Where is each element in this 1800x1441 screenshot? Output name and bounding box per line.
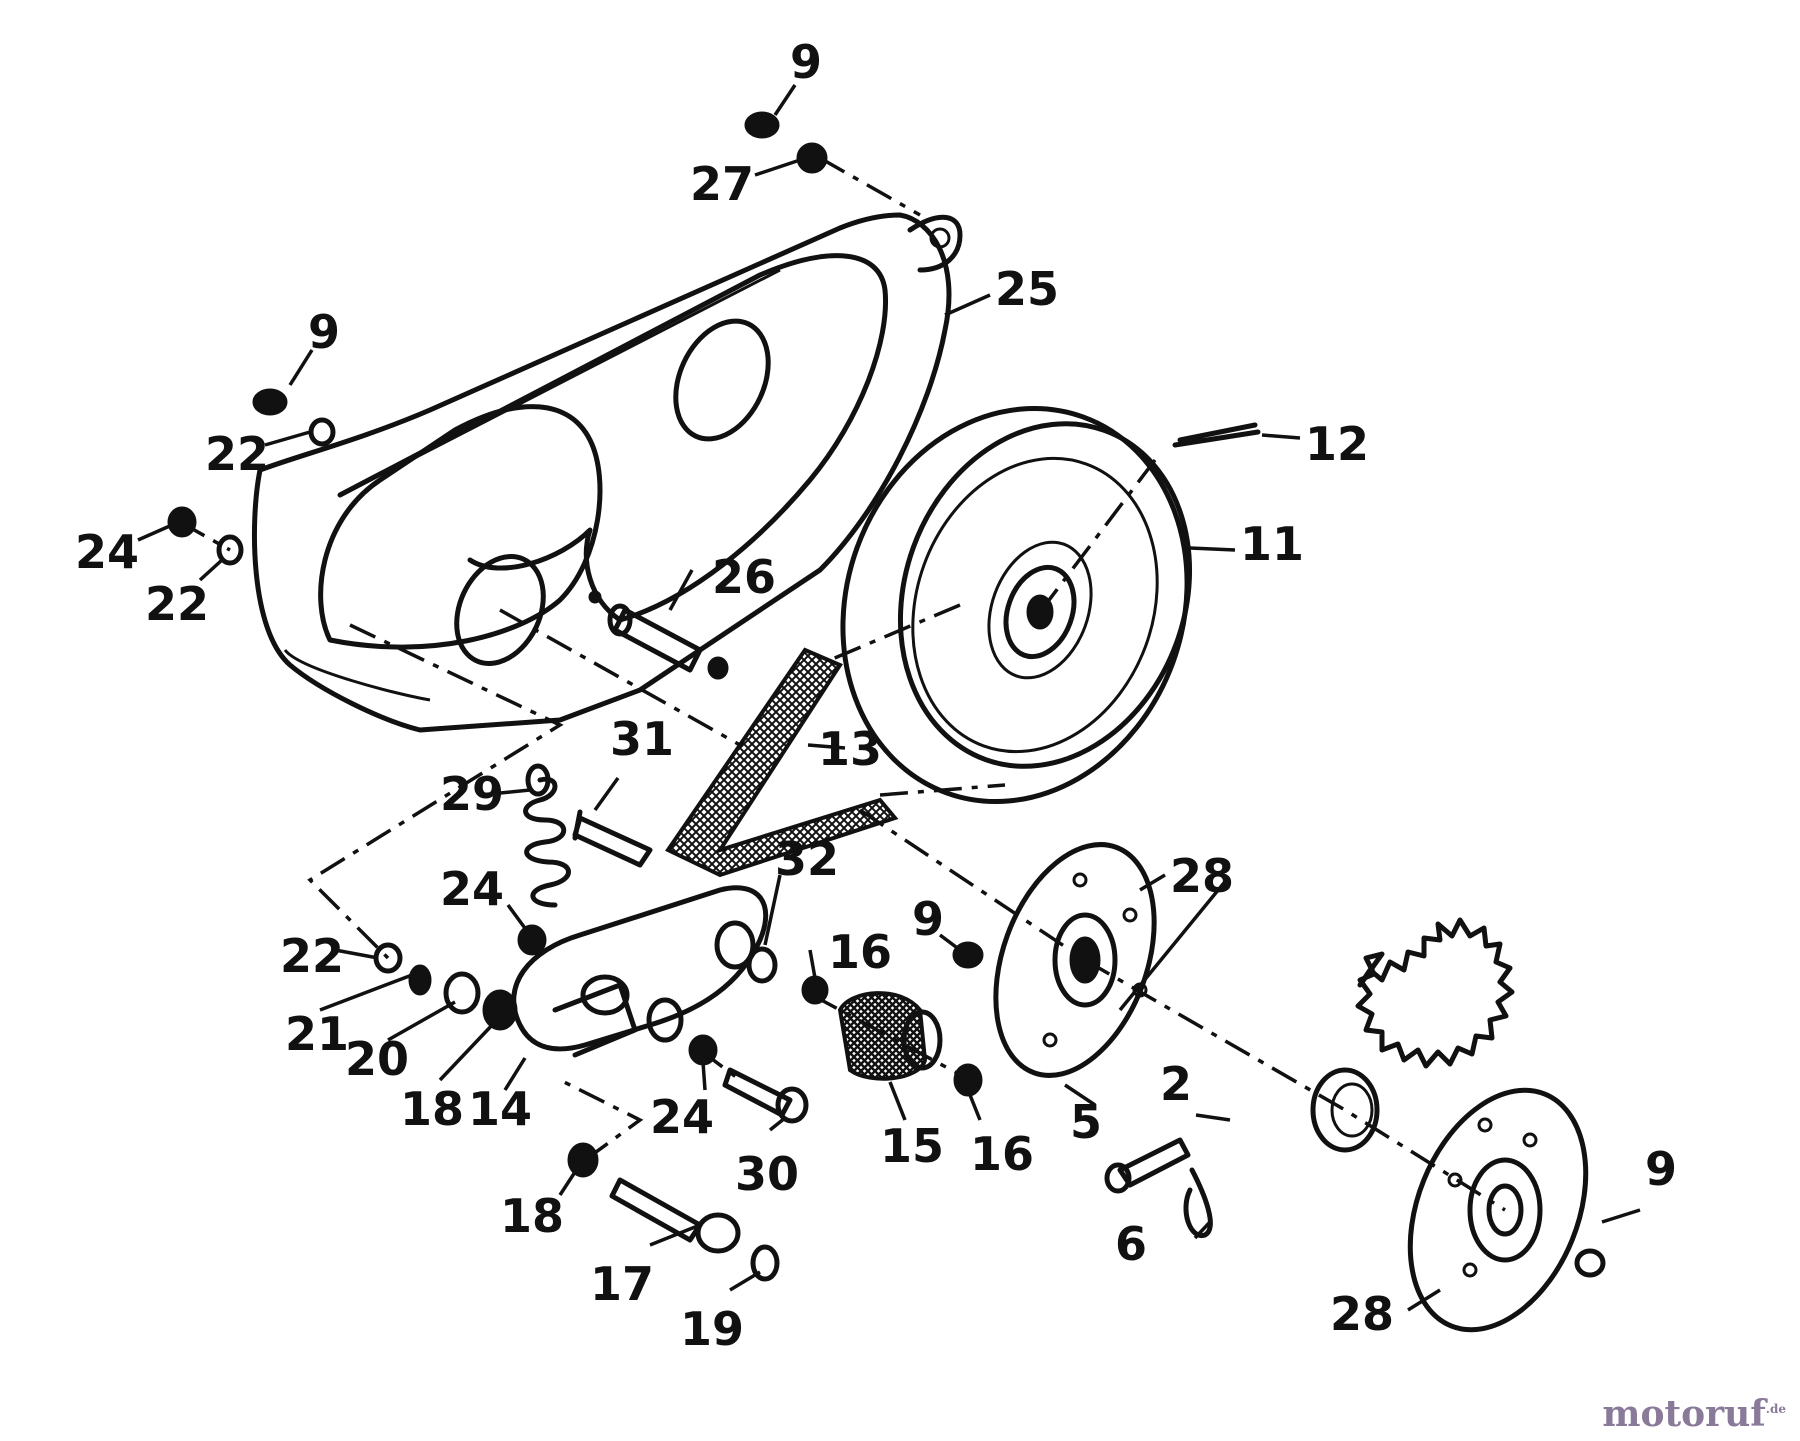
pivot-pin	[588, 590, 729, 680]
leader-lines	[137, 84, 1641, 1312]
top-screw-and-washer	[744, 111, 828, 174]
label-9: 9	[1645, 1142, 1677, 1196]
label-6: 6	[1115, 1217, 1147, 1271]
belt-pulley	[840, 405, 1193, 805]
left-fasteners	[167, 388, 336, 566]
label-31: 31	[610, 712, 674, 766]
label-32: 32	[775, 832, 839, 886]
label-25: 25	[995, 262, 1059, 316]
label-22: 22	[145, 577, 209, 631]
bearing-flange-upper	[993, 842, 1157, 1078]
label-24: 24	[650, 1090, 714, 1144]
label-18: 18	[400, 1082, 464, 1136]
label-26: 26	[712, 550, 776, 604]
label-29: 29	[440, 767, 504, 821]
label-2: 2	[1160, 1057, 1192, 1111]
v-belt	[665, 647, 899, 878]
label-11: 11	[1240, 517, 1304, 571]
assembly-lines	[179, 156, 1506, 1212]
label-9: 9	[790, 35, 822, 89]
label-17: 17	[590, 1257, 654, 1311]
label-12: 12	[1305, 417, 1369, 471]
set-screw	[1172, 422, 1261, 448]
label-22: 22	[280, 929, 344, 983]
label-9: 9	[912, 892, 944, 946]
brand-watermark: motoruf.de	[1602, 1393, 1786, 1435]
watermark-brand: motoruf	[1602, 1393, 1766, 1435]
label-21: 21	[285, 1007, 349, 1061]
label-28: 28	[1170, 849, 1234, 903]
label-18: 18	[500, 1189, 564, 1243]
idler-roller	[837, 991, 943, 1081]
label-19: 19	[680, 1302, 744, 1356]
label-20: 20	[345, 1032, 409, 1086]
label-24: 24	[75, 525, 139, 579]
bearing-flange-lower	[1407, 1087, 1589, 1333]
chain-sprocket	[1310, 917, 1515, 1153]
watermark-suffix: .de	[1765, 1402, 1786, 1416]
belt-guard-cover	[251, 212, 963, 733]
tensioner-arm	[511, 885, 769, 1058]
label-14: 14	[468, 1082, 532, 1136]
label-28: 28	[1330, 1287, 1394, 1341]
tension-bolt	[572, 809, 653, 868]
label-13: 13	[818, 722, 882, 776]
label-22: 22	[205, 427, 269, 481]
sprocket-fasteners	[952, 941, 1606, 1278]
label-27: 27	[690, 157, 754, 211]
label-15: 15	[880, 1119, 944, 1173]
label-16: 16	[970, 1127, 1034, 1181]
callout-labels: 9 27 25 9 22 24 22 12 11 26 13 31 29 24 …	[75, 35, 1677, 1356]
label-24: 24	[440, 862, 504, 916]
label-16: 16	[828, 925, 892, 979]
label-9: 9	[308, 305, 340, 359]
label-5: 5	[1070, 1095, 1102, 1149]
tension-spring	[523, 763, 571, 908]
label-30: 30	[735, 1147, 799, 1201]
tensioner-hardware	[373, 924, 983, 1282]
